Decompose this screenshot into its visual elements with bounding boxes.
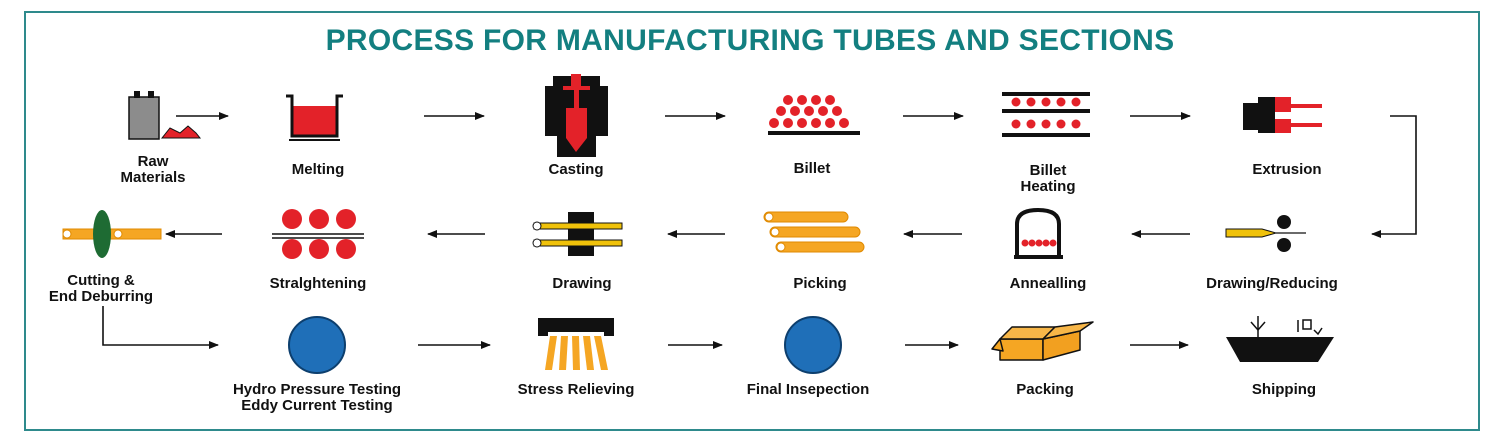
step-label: Billet <box>793 160 831 177</box>
box-icon <box>991 321 1094 361</box>
flow-arrows-row-3 <box>102 306 1189 349</box>
step-straightening: Stralghtening <box>270 276 367 292</box>
arrow-turn-right <box>102 306 219 349</box>
step-label: Annealling <box>1009 275 1087 292</box>
billet-heating-icon <box>1002 92 1090 137</box>
annealing-furnace-icon <box>1014 207 1063 259</box>
tubes-icon <box>763 211 865 253</box>
step-billet-heating: Billet Heating <box>1020 163 1075 195</box>
step-melting: Melting <box>292 162 345 178</box>
ship-icon <box>1226 316 1334 362</box>
step-label: Cutting & <box>67 272 135 289</box>
cutting-disc-icon <box>62 210 162 258</box>
arrow-turn-down <box>1371 115 1417 238</box>
flow-arrows-row-1 <box>176 112 1417 238</box>
step-label: Final Insepection <box>746 381 870 398</box>
step-label: Eddy Current Testing <box>241 397 393 414</box>
step-label: Billet <box>1029 162 1067 179</box>
casting-mold-icon <box>545 74 608 157</box>
billet-stack-icon <box>768 95 860 135</box>
step-label: End Deburring <box>48 288 154 305</box>
step-label: Stralghtening <box>269 275 367 292</box>
step-label: Hydro Pressure Testing <box>232 381 402 398</box>
step-drawing-reducing: Drawing/Reducing <box>1206 276 1338 292</box>
blue-circle-icon <box>288 316 346 374</box>
extrusion-press-icon <box>1243 97 1322 133</box>
step-label: Extrusion <box>1252 161 1322 178</box>
step-casting: Casting <box>548 162 603 178</box>
stress-relieving-icon <box>538 318 614 370</box>
step-drawing: Drawing <box>552 276 611 292</box>
step-label: Packing <box>1016 381 1074 398</box>
step-label: Stress Relieving <box>517 381 635 398</box>
step-label: Melting <box>291 161 345 178</box>
melting-pot-icon <box>286 94 343 141</box>
step-shipping: Shipping <box>1252 382 1316 398</box>
blue-circle-icon <box>784 316 842 374</box>
step-label: Shipping <box>1251 381 1317 398</box>
step-testing: Hydro Pressure Testing Eddy Current Test… <box>233 382 401 414</box>
step-label: Picking <box>793 275 847 292</box>
step-final-inspection: Final Insepection <box>747 382 870 398</box>
step-stress-relieving: Stress Relieving <box>518 382 635 398</box>
step-annealling: Annealling <box>1010 276 1087 292</box>
step-label: Drawing <box>552 275 612 292</box>
drawing-reducing-icon <box>1225 215 1306 252</box>
step-picking: Picking <box>793 276 846 292</box>
step-label: Raw <box>137 153 169 170</box>
step-label: Drawing/Reducing <box>1206 275 1338 292</box>
diagram-frame <box>24 11 1480 431</box>
step-billet: Billet <box>794 161 831 177</box>
step-label: Heating <box>1020 178 1076 195</box>
step-raw-materials: Raw Materials <box>120 154 185 186</box>
step-packing: Packing <box>1016 382 1074 398</box>
step-label: Materials <box>120 169 186 186</box>
step-cutting: Cutting & End Deburring <box>49 273 153 305</box>
drawing-die-icon <box>532 212 623 256</box>
step-label: Casting <box>548 161 604 178</box>
straightening-rollers-icon <box>272 209 364 259</box>
diagram-title: PROCESS FOR MANUFACTURING TUBES AND SECT… <box>325 24 1175 57</box>
step-extrusion: Extrusion <box>1252 162 1321 178</box>
raw-materials-icon <box>128 91 202 140</box>
